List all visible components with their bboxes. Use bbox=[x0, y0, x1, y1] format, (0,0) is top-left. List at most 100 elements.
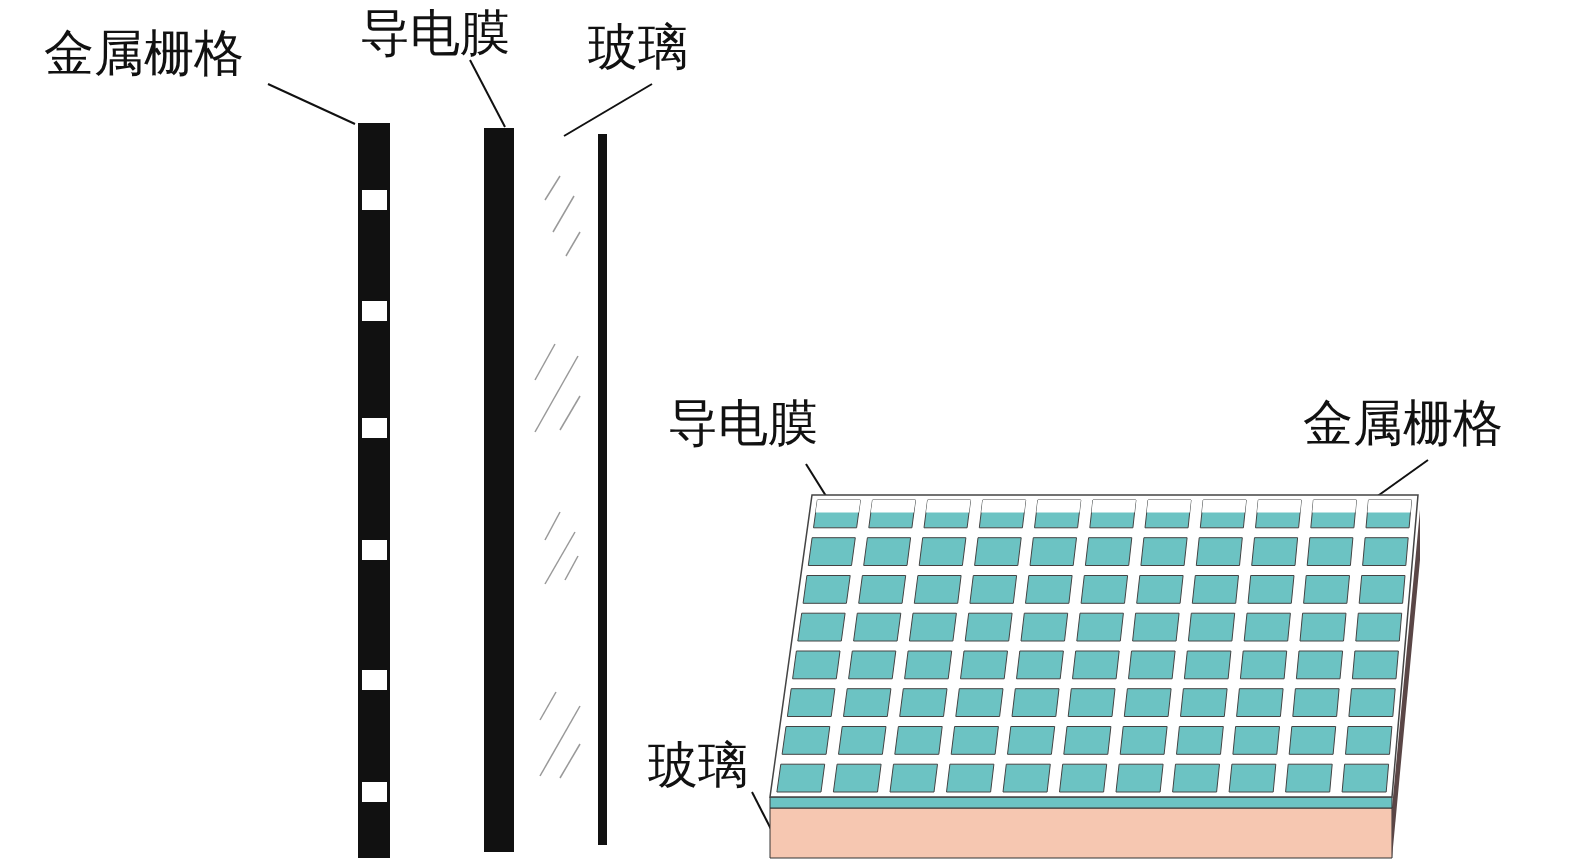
film-cell bbox=[1229, 764, 1276, 792]
cell-highlight bbox=[871, 500, 916, 513]
film-cell bbox=[1366, 500, 1412, 528]
film-cell bbox=[1363, 538, 1409, 566]
film-cell bbox=[919, 538, 966, 566]
film-cell bbox=[1256, 500, 1302, 528]
film-cell bbox=[951, 727, 998, 755]
part-label: 玻璃 bbox=[648, 740, 748, 790]
film-cell bbox=[1289, 727, 1336, 755]
film-cell bbox=[1137, 576, 1183, 604]
film-cell bbox=[1233, 727, 1280, 755]
film-cell bbox=[975, 538, 1022, 566]
film-cell bbox=[1346, 727, 1392, 755]
film-cell bbox=[1145, 500, 1191, 528]
glass-hatch bbox=[535, 176, 580, 778]
film-cell bbox=[864, 538, 911, 566]
part-label: 导电膜 bbox=[360, 8, 510, 58]
film-cell bbox=[1068, 689, 1115, 717]
film-edge bbox=[770, 797, 1392, 808]
film-cell bbox=[1116, 764, 1163, 792]
cell-highlight bbox=[1257, 500, 1301, 513]
part-label: 金属栅格 bbox=[44, 28, 244, 78]
film-cell bbox=[1120, 727, 1167, 755]
film-cell bbox=[1090, 500, 1136, 528]
film-cell bbox=[844, 689, 891, 717]
film-cell bbox=[1035, 500, 1081, 528]
film-cell bbox=[1021, 613, 1068, 641]
film-cell bbox=[1188, 613, 1234, 641]
film-cell bbox=[1304, 576, 1350, 604]
film-cell bbox=[970, 576, 1017, 604]
film-cell bbox=[1017, 651, 1064, 679]
film-cell bbox=[849, 651, 896, 679]
film-cell bbox=[1184, 651, 1231, 679]
film-cell bbox=[1300, 613, 1346, 641]
film-cell bbox=[1248, 576, 1294, 604]
cell-highlight bbox=[1367, 500, 1411, 513]
cell-highlight bbox=[1202, 500, 1246, 513]
film-cell bbox=[1008, 727, 1055, 755]
film-cell bbox=[1064, 727, 1111, 755]
metal-grid-top bbox=[770, 495, 1418, 797]
film-cell bbox=[1311, 500, 1357, 528]
film-cell bbox=[1181, 689, 1228, 717]
film-cell bbox=[782, 727, 830, 755]
film-cell bbox=[1173, 764, 1220, 792]
film-cell bbox=[798, 613, 845, 641]
film-cell bbox=[869, 500, 916, 528]
film-cell bbox=[965, 613, 1012, 641]
film-cell bbox=[1196, 538, 1242, 566]
cell-highlight bbox=[1147, 500, 1191, 513]
cell-highlight bbox=[1312, 500, 1356, 513]
grid-openings bbox=[362, 190, 387, 802]
film-cell bbox=[1073, 651, 1120, 679]
film-cell bbox=[1286, 764, 1333, 792]
film-cell bbox=[1244, 613, 1290, 641]
film-cell bbox=[909, 613, 956, 641]
film-cell bbox=[1237, 689, 1284, 717]
film-cell bbox=[947, 764, 994, 792]
film-cell bbox=[1356, 613, 1402, 641]
film-cell bbox=[956, 689, 1003, 717]
film-cell bbox=[1192, 576, 1238, 604]
film-cell bbox=[905, 651, 952, 679]
film-cell bbox=[1060, 764, 1107, 792]
film-cell bbox=[914, 576, 961, 604]
film-cell bbox=[1081, 576, 1128, 604]
film-cell bbox=[793, 651, 840, 679]
film-cell bbox=[808, 538, 855, 566]
film-cell bbox=[961, 651, 1008, 679]
cell-highlight bbox=[926, 500, 971, 513]
film-cell bbox=[1124, 689, 1171, 717]
cell-highlight bbox=[1092, 500, 1136, 513]
film-cell bbox=[1349, 689, 1395, 717]
film-cell bbox=[1200, 500, 1246, 528]
leader-lines bbox=[268, 60, 1428, 835]
film-cell bbox=[979, 500, 1025, 528]
metal-grid-section bbox=[358, 123, 390, 858]
film-cell bbox=[1003, 764, 1050, 792]
film-cell bbox=[787, 689, 835, 717]
grid-cells bbox=[777, 500, 1412, 792]
film-cell bbox=[1240, 651, 1286, 679]
film-cell bbox=[1352, 651, 1398, 679]
film-cell bbox=[1030, 538, 1077, 566]
film-cell bbox=[833, 764, 881, 792]
part-label: 导电膜 bbox=[668, 398, 818, 448]
cell-highlight bbox=[816, 500, 861, 513]
film-cell bbox=[1177, 727, 1224, 755]
glass-section bbox=[598, 134, 607, 845]
film-cell bbox=[859, 576, 906, 604]
cell-highlight bbox=[981, 500, 1025, 513]
film-cell bbox=[1141, 538, 1187, 566]
film-cell bbox=[1129, 651, 1176, 679]
film-cell bbox=[900, 689, 947, 717]
glass-substrate bbox=[770, 808, 1392, 858]
film-cell bbox=[1133, 613, 1180, 641]
film-cell bbox=[1085, 538, 1131, 566]
film-cell bbox=[1252, 538, 1298, 566]
film-cell bbox=[1307, 538, 1353, 566]
film-cell bbox=[1296, 651, 1342, 679]
film-cell bbox=[1359, 576, 1405, 604]
film-cell bbox=[803, 576, 850, 604]
film-cell bbox=[1342, 764, 1389, 792]
